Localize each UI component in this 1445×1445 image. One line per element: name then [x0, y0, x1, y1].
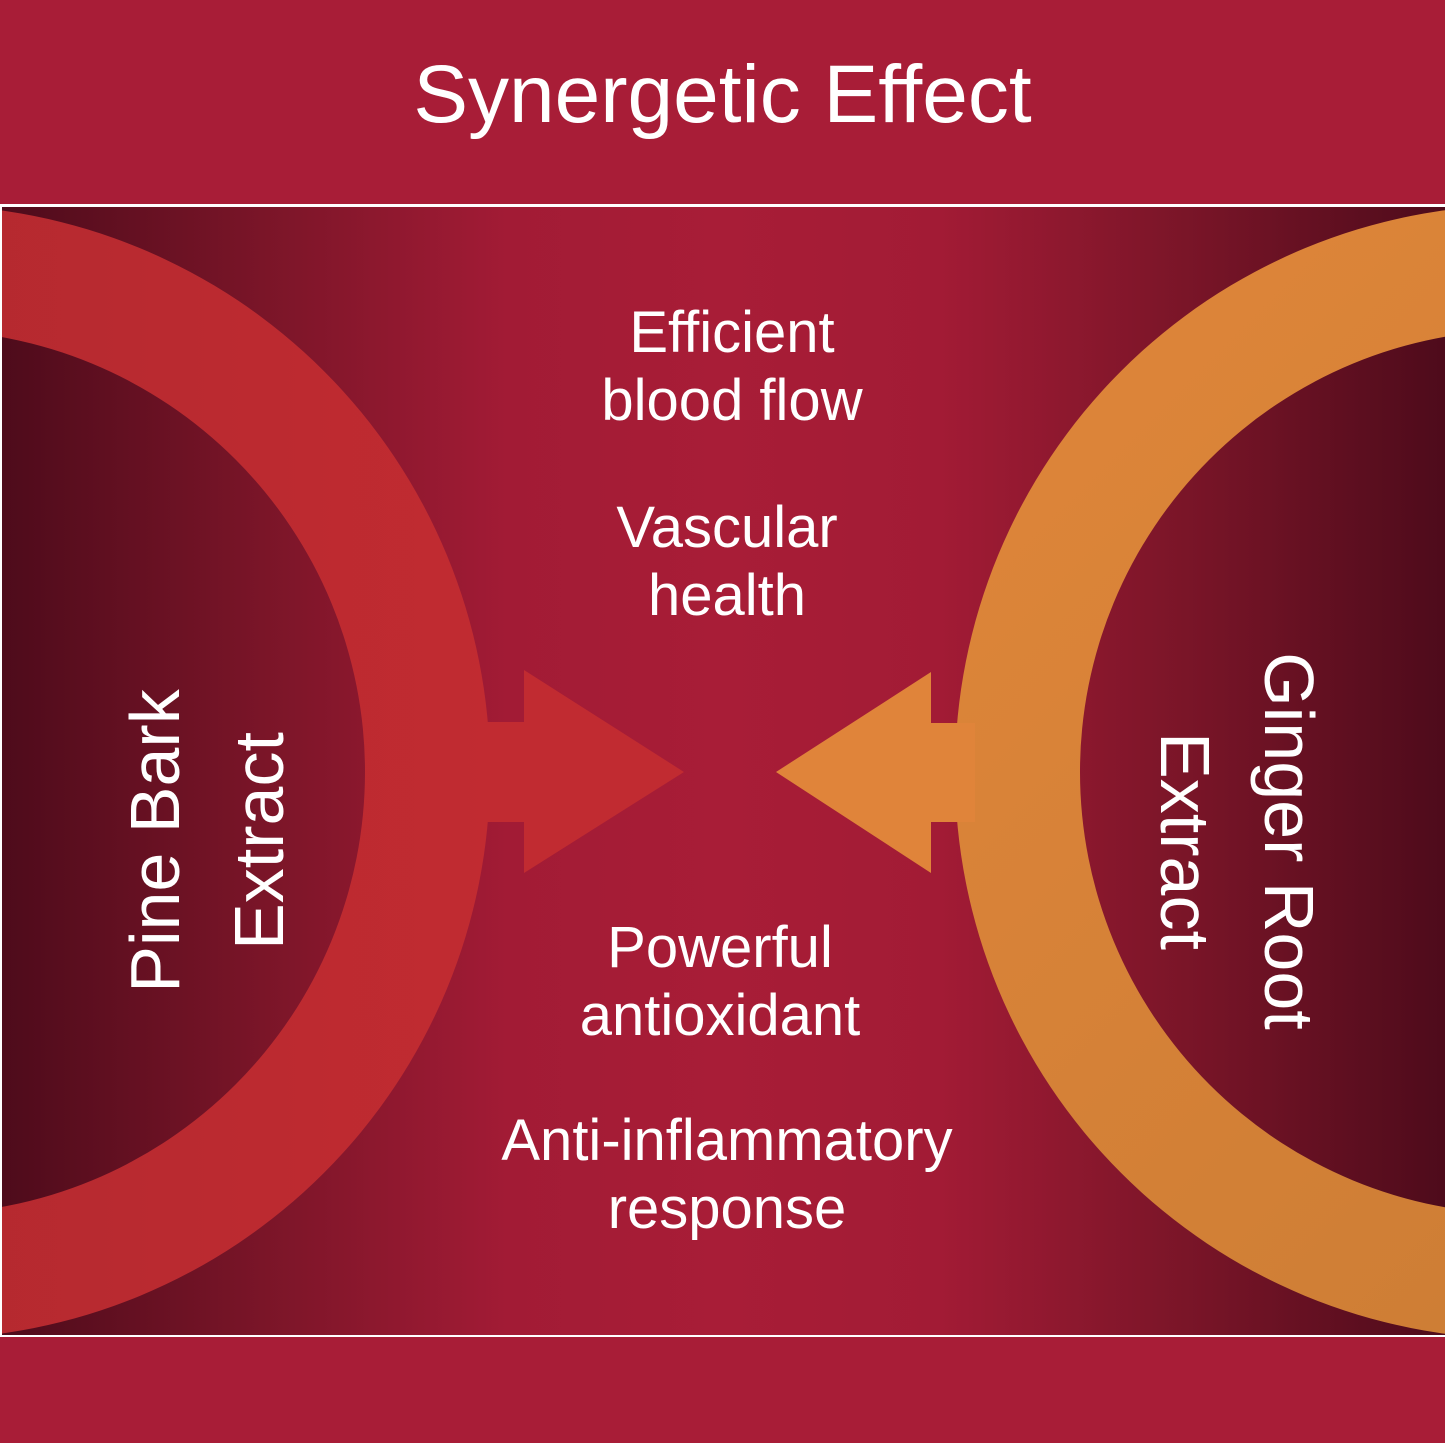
synergy-diagram — [2, 210, 1445, 1334]
benefit-line1: Anti-inflammatory — [501, 1108, 953, 1173]
pine-bark-ring — [2, 210, 490, 1334]
ginger-root-label-line2: Extract — [1146, 732, 1224, 950]
benefit-line2: health — [647, 563, 807, 628]
page-title: Synergetic Effect — [413, 49, 1032, 140]
benefit-blood-flow: Efficient blood flow — [482, 299, 982, 435]
ginger-root-label-line1: Ginger Root — [1250, 652, 1328, 1030]
pine-bark-label-line1: Pine Bark — [116, 689, 194, 993]
footer-band — [0, 1337, 1445, 1443]
ginger-root-ring — [955, 210, 1445, 1334]
ginger-arrow-icon — [776, 672, 975, 873]
ginger-root-label: Ginger Root Extract — [1133, 631, 1341, 1051]
benefit-line1: Vascular — [616, 495, 838, 560]
benefit-antioxidant: Powerful antioxidant — [470, 914, 970, 1050]
diagram-panel: Pine Bark Extract Ginger Root Extract Ef… — [2, 207, 1445, 1335]
benefit-anti-inflammatory: Anti-inflammatory response — [427, 1107, 1027, 1243]
benefit-line2: response — [607, 1176, 847, 1241]
benefit-line2: blood flow — [601, 368, 863, 433]
benefit-line1: Efficient — [629, 300, 835, 365]
pine-arrow-icon — [480, 670, 684, 873]
benefit-line2: antioxidant — [579, 983, 861, 1048]
benefit-vascular-health: Vascular health — [477, 494, 977, 630]
header-band: Synergetic Effect — [0, 0, 1445, 204]
pine-bark-label-line2: Extract — [220, 732, 298, 950]
benefit-line1: Powerful — [607, 915, 833, 980]
pine-bark-label: Pine Bark Extract — [103, 631, 311, 1051]
